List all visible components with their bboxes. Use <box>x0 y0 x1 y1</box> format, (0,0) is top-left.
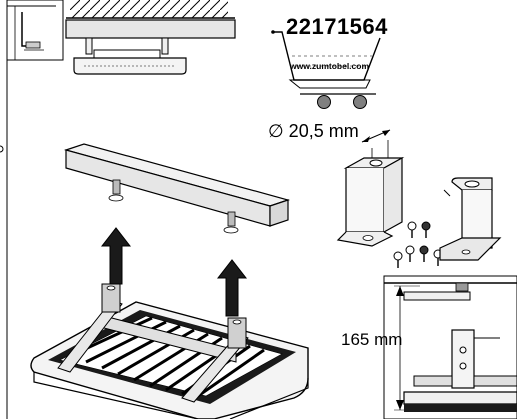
ceiling-mount-icon <box>6 0 64 61</box>
screw-set <box>393 221 443 268</box>
website-label: www.zumtobel.com <box>290 61 370 71</box>
suspension-height-label: 165 mm <box>341 330 403 349</box>
lift-arrow-left-icon <box>100 227 132 285</box>
mounting-rail <box>63 143 291 227</box>
side-view-detail <box>383 275 517 419</box>
lift-arrow-right-icon <box>216 259 248 317</box>
mounting-bracket <box>336 156 405 247</box>
shopping-cart-icon <box>271 30 381 109</box>
hole-mark <box>0 145 4 153</box>
luminaire-high-bay <box>30 283 309 419</box>
rail-bolts <box>108 179 239 234</box>
luminaire-mounted-small <box>73 37 187 75</box>
part-number-label: 22171564 <box>286 14 388 39</box>
mounting-bracket-alt <box>439 177 502 261</box>
ceiling <box>65 0 236 39</box>
hole-diameter-label: ∅ 20,5 mm <box>268 121 359 141</box>
